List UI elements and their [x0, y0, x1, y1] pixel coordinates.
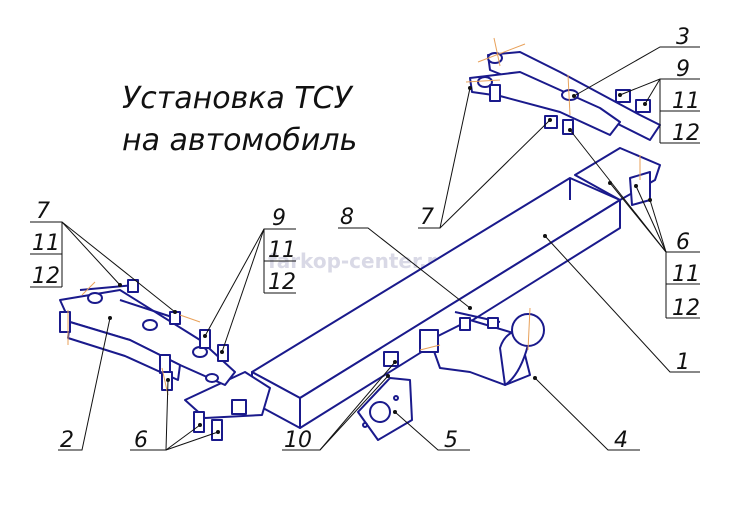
- cross-beam: [251, 177, 621, 429]
- callout-11-right: 11: [672, 262, 700, 287]
- title-line-2: на автомобиль: [122, 123, 357, 158]
- right-mount-plate: [574, 147, 661, 206]
- callout-7-upper: 7: [420, 205, 434, 230]
- callout-3: 3: [676, 25, 690, 50]
- callout-9-mid: 9: [272, 206, 286, 231]
- callout-5: 5: [444, 428, 458, 453]
- callout-1: 1: [676, 350, 690, 375]
- callout-12-top: 12: [672, 121, 700, 146]
- callout-11-left: 11: [32, 231, 60, 256]
- bolt-8: [454, 311, 501, 331]
- callout-4: 4: [614, 428, 628, 453]
- callout-8: 8: [340, 205, 354, 230]
- callout-9-top: 9: [676, 57, 690, 82]
- construction-axes: [67, 37, 641, 396]
- callout-11-top: 11: [672, 89, 700, 114]
- left-bracket: [59, 279, 236, 386]
- callout-7-left: 7: [36, 199, 50, 224]
- parts-drawing: [59, 37, 661, 441]
- ball-mount: [419, 313, 545, 386]
- callout-labels: 3 9 11 12 7 6 11 12 8 1 4 5 10 6 2 7 11 …: [32, 25, 700, 453]
- socket-plate: [357, 351, 413, 441]
- callout-12-mid: 12: [268, 270, 296, 295]
- callout-2: 2: [60, 428, 74, 453]
- leader-lines: [30, 46, 700, 451]
- callout-10: 10: [284, 428, 312, 453]
- right-bracket: [469, 51, 661, 141]
- callout-6-left: 6: [134, 428, 148, 453]
- callout-12-right: 12: [672, 296, 700, 321]
- title-line-1: Установка ТСУ: [122, 81, 354, 116]
- callout-11-mid: 11: [268, 238, 296, 263]
- callout-12-left: 12: [32, 264, 60, 289]
- callout-6-right: 6: [676, 230, 690, 255]
